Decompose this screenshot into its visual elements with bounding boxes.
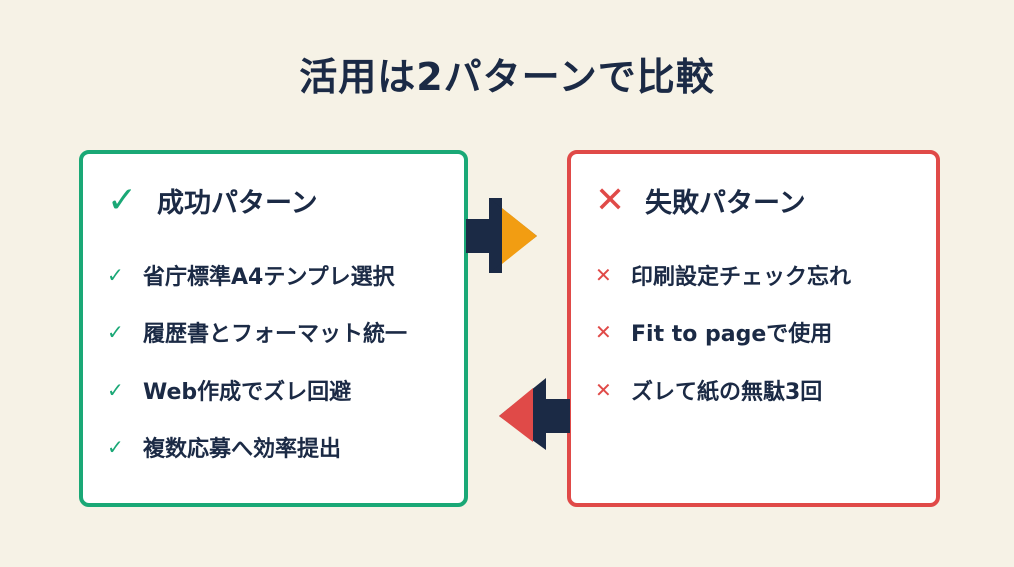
- list-item: ✓ 履歴書とフォーマット統一: [107, 304, 407, 362]
- check-icon: ✓: [107, 262, 124, 287]
- check-icon: ✓: [107, 435, 124, 460]
- right-arrow-icon: [466, 198, 537, 273]
- list-item: ✕ 印刷設定チェック忘れ: [595, 246, 851, 304]
- check-icon: ✓: [107, 320, 124, 345]
- success-heading: 成功パターン: [157, 188, 318, 219]
- item-label: ズレて紙の無駄3回: [631, 379, 823, 405]
- list-item: ✓ Web作成でズレ回避: [107, 361, 407, 419]
- item-label: 複数応募へ効率提出: [143, 437, 342, 463]
- cross-icon: ✕: [595, 262, 612, 287]
- item-label: Web作成でズレ回避: [143, 379, 352, 405]
- success-pattern-card: ✓ 成功パターン ✓ 省庁標準A4テンプレ選択 ✓ 履歴書とフォーマット統一 ✓ Web…: [79, 150, 468, 507]
- item-label: 印刷設定チェック忘れ: [631, 264, 852, 290]
- cross-icon: ✕: [595, 180, 626, 221]
- cross-icon: ✕: [595, 320, 612, 345]
- item-label: 省庁標準A4テンプレ選択: [143, 264, 395, 290]
- list-item: ✕ Fit to pageで使用: [595, 304, 851, 362]
- failure-heading: 失敗パターン: [645, 188, 806, 219]
- failure-pattern-card: ✕ 失敗パターン ✕ 印刷設定チェック忘れ ✕ Fit to pageで使用 ✕ ズレて…: [567, 150, 940, 507]
- item-label: 履歴書とフォーマット統一: [143, 322, 408, 348]
- page-title: 活用は2パターンで比較: [299, 55, 715, 99]
- cross-icon: ✕: [595, 377, 612, 402]
- list-item: ✕ ズレて紙の無駄3回: [595, 361, 851, 419]
- left-arrow-icon: [499, 378, 570, 450]
- list-item: ✓ 複数応募へ効率提出: [107, 419, 407, 477]
- list-item: ✓ 省庁標準A4テンプレ選択: [107, 246, 407, 304]
- check-icon: ✓: [107, 377, 124, 402]
- item-label: Fit to pageで使用: [631, 322, 833, 348]
- check-icon: ✓: [107, 180, 138, 221]
